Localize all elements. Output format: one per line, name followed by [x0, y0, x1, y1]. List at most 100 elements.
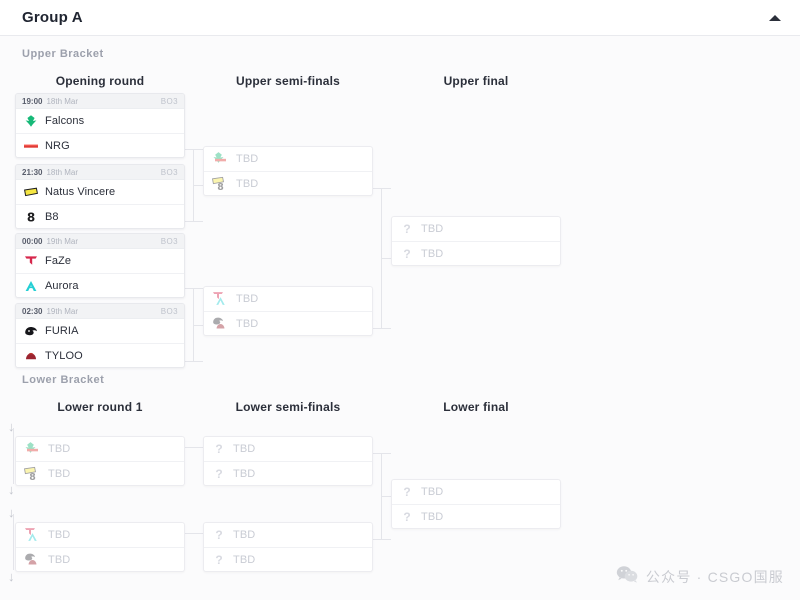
team-name: TBD: [236, 153, 259, 165]
team-row[interactable]: Natus Vincere: [16, 180, 184, 204]
team-row[interactable]: TBD: [16, 547, 184, 571]
stacked-navi-b8-logo: 8: [212, 176, 229, 192]
team-row[interactable]: TBD: [204, 147, 372, 171]
connector: [373, 539, 391, 540]
wechat-icon: [616, 565, 638, 588]
match-date: 19th Mar: [46, 236, 79, 246]
match-meta: 02:30 19th Mar BO3: [16, 304, 184, 319]
question-mark-icon: ?: [215, 466, 223, 481]
aurora-logo: [24, 279, 38, 293]
match-card[interactable]: ? TBD ? TBD: [203, 436, 373, 486]
team-row[interactable]: ? TBD: [204, 547, 372, 571]
team-row[interactable]: TBD: [16, 437, 184, 461]
chevron-up-icon: [769, 15, 781, 21]
match-format: BO3: [160, 236, 178, 246]
team-row[interactable]: TYLOO: [16, 343, 184, 367]
team-row[interactable]: ? TBD: [392, 241, 560, 265]
team-row[interactable]: Aurora: [16, 273, 184, 297]
drop-arrow-icon: ↓: [8, 482, 15, 497]
team-name: TBD: [233, 443, 256, 455]
match-time: 19:00: [22, 96, 43, 106]
bracket-area: Upper Bracket Opening round Upper semi-f…: [0, 36, 800, 600]
b8-logo: 8: [24, 210, 38, 224]
team-name: TBD: [233, 529, 256, 541]
match-time: 02:30: [22, 306, 43, 316]
match-card[interactable]: ? TBD ? TBD: [391, 479, 561, 529]
team-name: Aurora: [45, 279, 79, 292]
match-date: 19th Mar: [46, 306, 79, 316]
team-name: NRG: [45, 139, 70, 152]
drop-arrow-icon: ↓: [8, 419, 15, 434]
tyloo-logo: [24, 349, 38, 363]
team-row[interactable]: ? TBD: [392, 480, 560, 504]
match-card[interactable]: TBD TBD: [15, 522, 185, 572]
connector: [373, 328, 391, 329]
connector: [381, 258, 391, 259]
match-date: 18th Mar: [46, 96, 79, 106]
lower-bracket-label: Lower Bracket: [22, 374, 105, 386]
team-name: TBD: [236, 293, 259, 305]
connector: [381, 496, 391, 497]
team-name: TBD: [233, 467, 256, 480]
match-meta: 00:00 19th Mar BO3: [16, 234, 184, 249]
team-name: TBD: [421, 223, 444, 235]
match-meta: 21:30 18th Mar BO3: [16, 165, 184, 180]
team-name: TBD: [421, 486, 444, 498]
match-time: 21:30: [22, 167, 43, 177]
team-name: TBD: [421, 510, 444, 523]
match-format: BO3: [160, 96, 178, 106]
match-card[interactable]: ? TBD ? TBD: [391, 216, 561, 266]
nrg-logo: [24, 139, 38, 153]
team-row[interactable]: ? TBD: [204, 461, 372, 485]
match-card[interactable]: TBD 8 TBD: [15, 436, 185, 486]
connector: [13, 428, 14, 484]
team-row[interactable]: NRG: [16, 133, 184, 157]
drop-arrow-icon: ↓: [8, 569, 15, 584]
svg-text:8: 8: [29, 472, 36, 482]
team-name: TBD: [48, 443, 71, 455]
team-name: TBD: [236, 177, 259, 190]
team-name: Falcons: [45, 115, 85, 127]
watermark: 公众号 · CSGO国服: [616, 565, 784, 588]
question-mark-icon: ?: [403, 222, 411, 236]
match-time: 00:00: [22, 236, 43, 246]
team-row[interactable]: ? TBD: [204, 523, 372, 547]
group-header: Group A: [0, 0, 800, 36]
team-name: TBD: [236, 317, 259, 330]
team-row[interactable]: 8 TBD: [16, 461, 184, 485]
upper-bracket-label: Upper Bracket: [22, 48, 104, 60]
watermark-text: 公众号 · CSGO国服: [645, 568, 784, 585]
team-row[interactable]: Falcons: [16, 109, 184, 133]
team-row[interactable]: 8 B8: [16, 204, 184, 228]
team-row[interactable]: TBD: [16, 523, 184, 547]
connector: [185, 361, 203, 362]
svg-text:8: 8: [217, 182, 224, 192]
stacked-faze-aurora-logo: [212, 292, 229, 306]
team-row[interactable]: ? TBD: [204, 437, 372, 461]
team-row[interactable]: 8 TBD: [204, 171, 372, 195]
round-title-upper-final: Upper final: [443, 74, 509, 88]
collapse-group-button[interactable]: [764, 8, 786, 28]
team-row[interactable]: ? TBD: [392, 217, 560, 241]
team-row[interactable]: FURIA: [16, 319, 184, 343]
match-card[interactable]: 21:30 18th Mar BO3 Natus Vincere 8 B8: [15, 164, 185, 229]
stacked-furia-tyloo-logo: [212, 317, 229, 331]
match-card[interactable]: 00:00 19th Mar BO3 FaZe Aurora: [15, 233, 185, 298]
question-mark-icon: ?: [215, 528, 223, 542]
match-card[interactable]: ? TBD ? TBD: [203, 522, 373, 572]
match-card[interactable]: TBD 8 TBD: [203, 146, 373, 196]
stacked-navi-b8-logo: 8: [24, 466, 41, 482]
match-card[interactable]: 19:00 18th Mar BO3 Falcons NRG: [15, 93, 185, 158]
team-row[interactable]: TBD: [204, 287, 372, 311]
team-row[interactable]: TBD: [204, 311, 372, 335]
team-row[interactable]: ? TBD: [392, 504, 560, 528]
svg-text:8: 8: [27, 210, 35, 224]
round-title-opening: Opening round: [55, 74, 145, 88]
stacked-falcons-nrg-logo: [212, 152, 229, 166]
match-card[interactable]: TBD TBD: [203, 286, 373, 336]
team-row[interactable]: FaZe: [16, 249, 184, 273]
team-name: TYLOO: [45, 349, 83, 362]
match-card[interactable]: 02:30 19th Mar BO3 FURIA TYLOO: [15, 303, 185, 368]
question-mark-icon: ?: [403, 246, 411, 261]
connector: [193, 185, 203, 186]
